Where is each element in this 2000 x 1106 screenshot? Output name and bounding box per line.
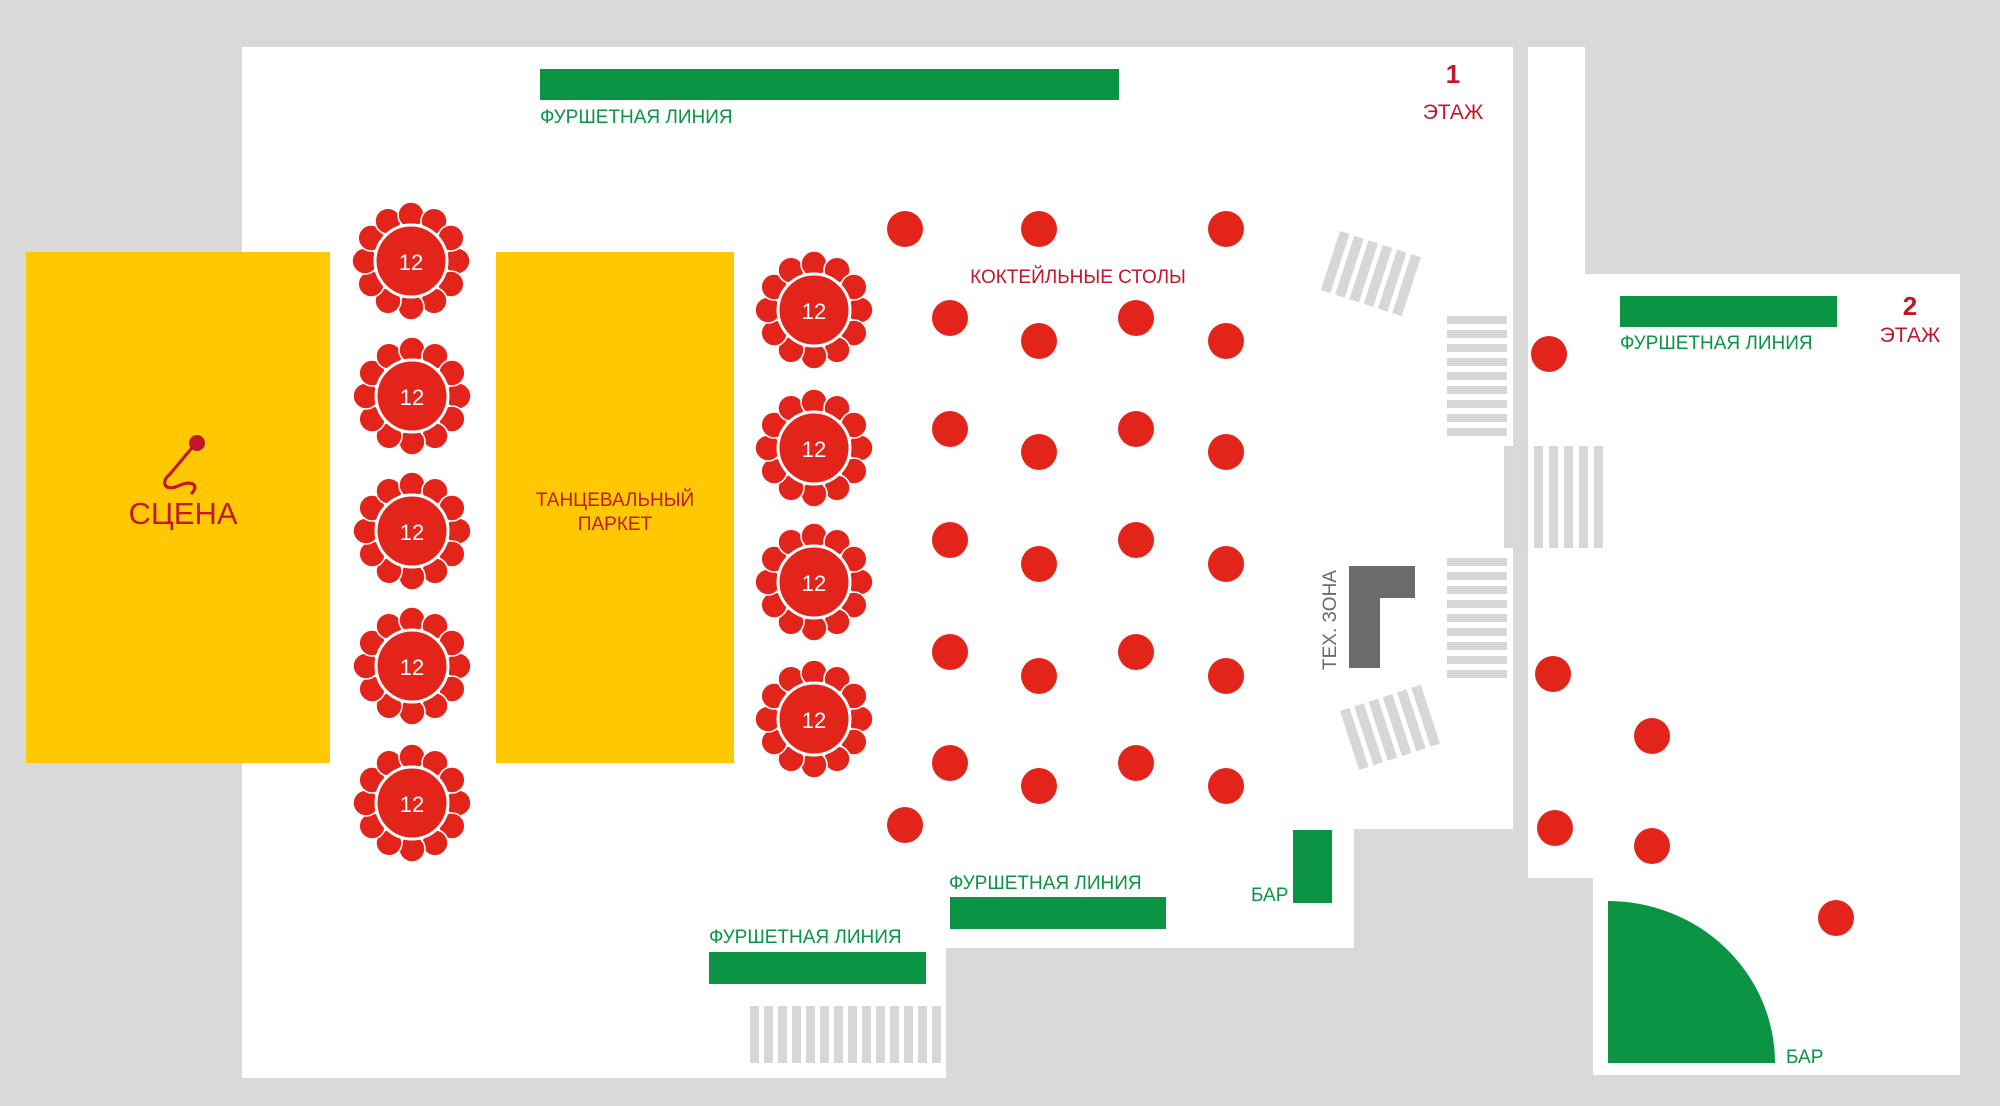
cocktail-table: [887, 211, 923, 247]
stairs-floor1-right: [1447, 316, 1507, 678]
cocktail-table: [1208, 323, 1244, 359]
cocktail-table: [1118, 300, 1154, 336]
round-table-label: 12: [802, 437, 826, 462]
cocktail-table: [1118, 411, 1154, 447]
round-table-label: 12: [400, 655, 424, 680]
bar-floor2: [1608, 901, 1775, 1063]
round-table: 12: [754, 250, 874, 370]
round-table-label: 12: [399, 250, 423, 275]
stage: [26, 252, 330, 763]
cocktail-tables-label: КОКТЕЙЛЬНЫЕ СТОЛЫ: [970, 266, 1186, 288]
cocktail-table: [1634, 718, 1670, 754]
round-table: 12: [352, 471, 472, 591]
round-table-label: 12: [400, 792, 424, 817]
round-table: 12: [754, 522, 874, 642]
bar-floor2-label: БАР: [1786, 1047, 1823, 1068]
cocktail-table: [1021, 768, 1057, 804]
round-table-label: 12: [400, 385, 424, 410]
dance-floor-label-line2: ПАРКЕТ: [578, 514, 653, 535]
cocktail-table: [1818, 900, 1854, 936]
round-table: 12: [351, 201, 471, 321]
cocktail-table: [1531, 336, 1567, 372]
round-table-label: 12: [400, 520, 424, 545]
round-table: 12: [352, 743, 472, 863]
floor-1-number: 1: [1446, 59, 1460, 89]
cocktail-table: [1535, 656, 1571, 692]
stage-label: СЦЕНА: [128, 496, 237, 531]
tech-zone-label: ТЕХ. ЗОНА: [1320, 570, 1341, 670]
stairs-bottom: [750, 1006, 941, 1063]
floor-1-label: ЭТАЖ: [1423, 101, 1484, 124]
dance-floor-label-line1: ТАНЦЕВАЛЬНЫЙ: [536, 489, 694, 511]
cocktail-table: [1208, 658, 1244, 694]
cocktail-table: [1537, 810, 1573, 846]
round-table: 12: [754, 659, 874, 779]
round-table: 12: [352, 606, 472, 726]
bar-floor1: [1293, 830, 1332, 903]
buffet-line-bottom-label: ФУРШЕТНАЯ ЛИНИЯ: [709, 927, 902, 948]
cocktail-table: [1021, 323, 1057, 359]
round-table-label: 12: [802, 708, 826, 733]
cocktail-table: [1208, 434, 1244, 470]
round-table: 12: [754, 388, 874, 508]
cocktail-table: [1021, 434, 1057, 470]
buffet-line-middle: [950, 897, 1166, 929]
cocktail-table: [1634, 828, 1670, 864]
buffet-line-top-label: ФУРШЕТНАЯ ЛИНИЯ: [540, 107, 733, 128]
cocktail-tables-floor1: [887, 211, 1244, 843]
buffet-line-middle-label: ФУРШЕТНАЯ ЛИНИЯ: [949, 873, 1142, 894]
cocktail-table: [1021, 211, 1057, 247]
cocktail-table: [932, 634, 968, 670]
stairs-diagonal-lower: [1340, 684, 1440, 770]
cocktail-table: [1208, 546, 1244, 582]
cocktail-table: [1118, 634, 1154, 670]
cocktail-table: [932, 522, 968, 558]
buffet-line-top: [540, 69, 1119, 100]
buffet-line-bottom: [709, 952, 926, 984]
tech-zone: [1349, 566, 1415, 668]
stairs-between-floors: [1504, 446, 1603, 548]
dance-floor: [496, 252, 734, 763]
cocktail-tables-floor2: [1531, 336, 1854, 936]
floor-2-label: ЭТАЖ: [1880, 324, 1941, 347]
cocktail-table: [932, 411, 968, 447]
stairs-diagonal-upper: [1320, 231, 1421, 317]
floor-2-number: 2: [1903, 291, 1917, 321]
cocktail-table: [1208, 768, 1244, 804]
round-table-label: 12: [802, 299, 826, 324]
cocktail-table: [1208, 211, 1244, 247]
bar-floor1-label: БАР: [1251, 885, 1288, 906]
cocktail-table: [887, 807, 923, 843]
cocktail-table: [1021, 546, 1057, 582]
buffet-line-floor2: [1620, 296, 1837, 327]
microphone-icon: [163, 435, 205, 495]
cocktail-table: [1021, 658, 1057, 694]
cocktail-table: [1118, 522, 1154, 558]
buffet-line-floor2-label: ФУРШЕТНАЯ ЛИНИЯ: [1620, 333, 1813, 354]
round-table-label: 12: [802, 571, 826, 596]
round-table: 12: [352, 336, 472, 456]
cocktail-table: [1118, 745, 1154, 781]
floor-2-area: [1528, 47, 1960, 1075]
cocktail-table: [932, 745, 968, 781]
cocktail-table: [932, 300, 968, 336]
